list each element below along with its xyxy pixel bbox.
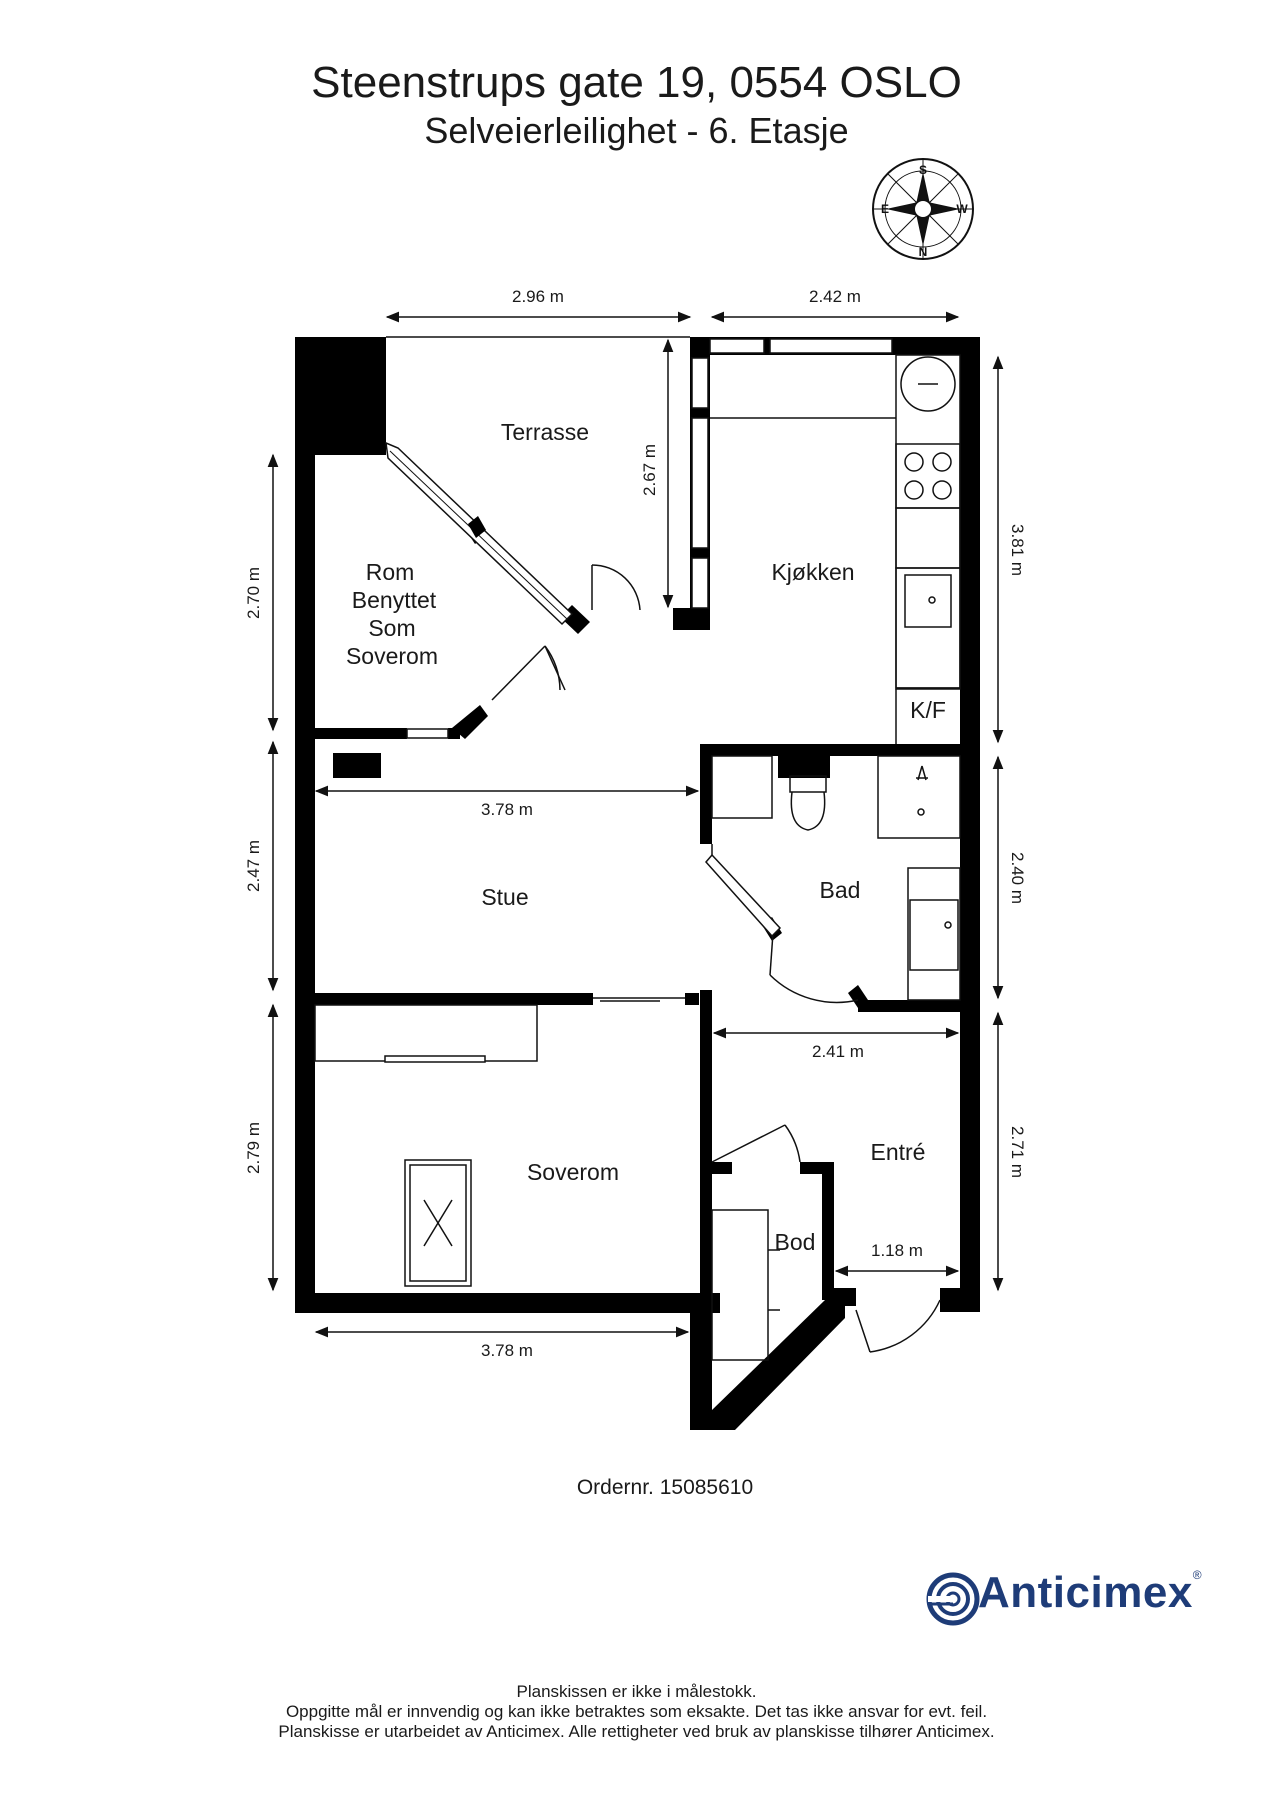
- soverom-fixtures: [314, 1004, 538, 1287]
- room-entre: Entré: [871, 1139, 926, 1165]
- footer-line-3: Planskisse er utarbeidet av Anticimex. A…: [278, 1722, 995, 1741]
- dim-left-top: 2.70 m: [244, 567, 263, 619]
- compass-north: N: [919, 245, 928, 259]
- compass-icon: S W N E: [872, 158, 974, 260]
- room-terrasse: Terrasse: [501, 419, 589, 445]
- room-rom-line4: Soverom: [346, 643, 438, 669]
- dim-left-bottom: 2.79 m: [244, 1122, 263, 1174]
- room-soverom: Soverom: [527, 1159, 619, 1185]
- footer-line-1: Planskissen er ikke i målestokk.: [516, 1682, 757, 1701]
- compass-south: S: [919, 163, 927, 177]
- dim-entre-door: 1.18 m: [871, 1241, 923, 1260]
- dim-right-top: 3.81 m: [1008, 524, 1027, 576]
- room-bad: Bad: [820, 877, 861, 903]
- address-title: Steenstrups gate 19, 0554 OSLO: [311, 58, 962, 107]
- dim-terrasse-height: 2.67 m: [640, 444, 659, 496]
- diagonal-window: [385, 441, 574, 626]
- dim-top-right: 2.42 m: [809, 287, 861, 306]
- dim-entre-width: 2.41 m: [812, 1042, 864, 1061]
- dim-right-middle: 2.40 m: [1008, 852, 1027, 904]
- dimension-lines: [267, 311, 1004, 1338]
- dim-bottom-width: 3.78 m: [481, 1341, 533, 1360]
- windows: [406, 338, 893, 739]
- bod-shelves: [711, 1209, 780, 1361]
- dim-top-left: 2.96 m: [512, 287, 564, 306]
- doors: [491, 564, 941, 1353]
- bath-fixtures: [705, 755, 961, 1001]
- compass-west: W: [956, 202, 968, 216]
- footer-line-2: Oppgitte mål er innvendig og kan ikke be…: [285, 1702, 988, 1721]
- dim-stue-width: 3.78 m: [481, 800, 533, 819]
- room-stue: Stue: [481, 884, 528, 910]
- room-rom-line1: Rom: [366, 559, 415, 585]
- dim-right-bottom: 2.71 m: [1008, 1126, 1027, 1178]
- room-bod: Bod: [775, 1229, 816, 1255]
- order-number: Ordernr. 15085610: [576, 1476, 754, 1499]
- dim-left-middle: 2.47 m: [244, 840, 263, 892]
- apartment-subtitle: Selveierleilighet - 6. Etasje: [424, 110, 849, 151]
- anticimex-logo: Anticimex®: [978, 1568, 1202, 1618]
- anticimex-logo-icon: [926, 1572, 980, 1626]
- walls: [295, 337, 980, 1430]
- logo-name: Anticimex: [978, 1568, 1193, 1617]
- logo-registered-mark: ®: [1192, 1568, 1203, 1582]
- terrace-outline: [386, 336, 896, 419]
- room-rom-line2: Benyttet: [352, 587, 437, 613]
- compass-east: E: [881, 202, 889, 216]
- kitchen-fixtures: [895, 354, 961, 744]
- room-rom-line3: Som: [368, 615, 415, 641]
- kf-label: K/F: [910, 697, 946, 723]
- room-kjokken: Kjøkken: [771, 559, 854, 585]
